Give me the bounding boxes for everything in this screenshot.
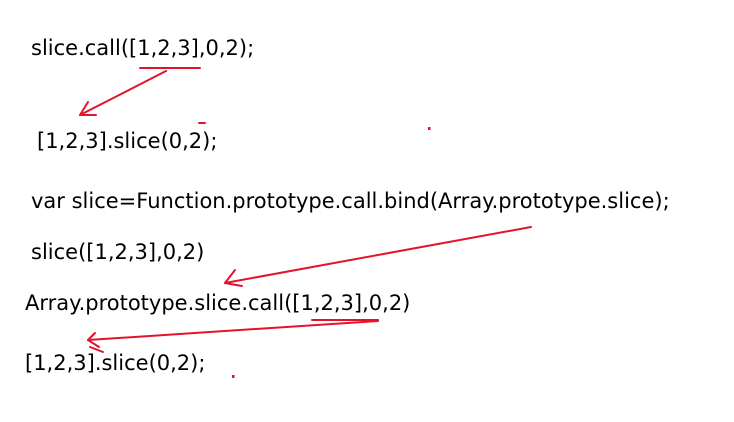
arrow-3-head [87, 332, 100, 348]
code-line-4: slice([1,2,3],0,2) [31, 240, 205, 264]
arrow-2-shaft [224, 226, 532, 284]
code-line-1: slice.call([1,2,3],0,2); [31, 36, 255, 60]
arrow-3-shaft [87, 320, 379, 341]
dot-2 [232, 375, 235, 378]
arrow-1-shaft [79, 70, 167, 116]
arrow-1-head [79, 101, 97, 116]
code-line-6: [1,2,3].slice(0,2); [25, 351, 206, 375]
code-line-5: Array.prototype.slice.call([1,2,3],0,2) [25, 291, 411, 315]
arrow-2-head [224, 269, 243, 287]
code-line-3: var slice=Function.prototype.call.bind(A… [31, 189, 670, 213]
dot-1 [428, 127, 431, 130]
code-line-2: [1,2,3].slice(0,2); [37, 129, 218, 153]
